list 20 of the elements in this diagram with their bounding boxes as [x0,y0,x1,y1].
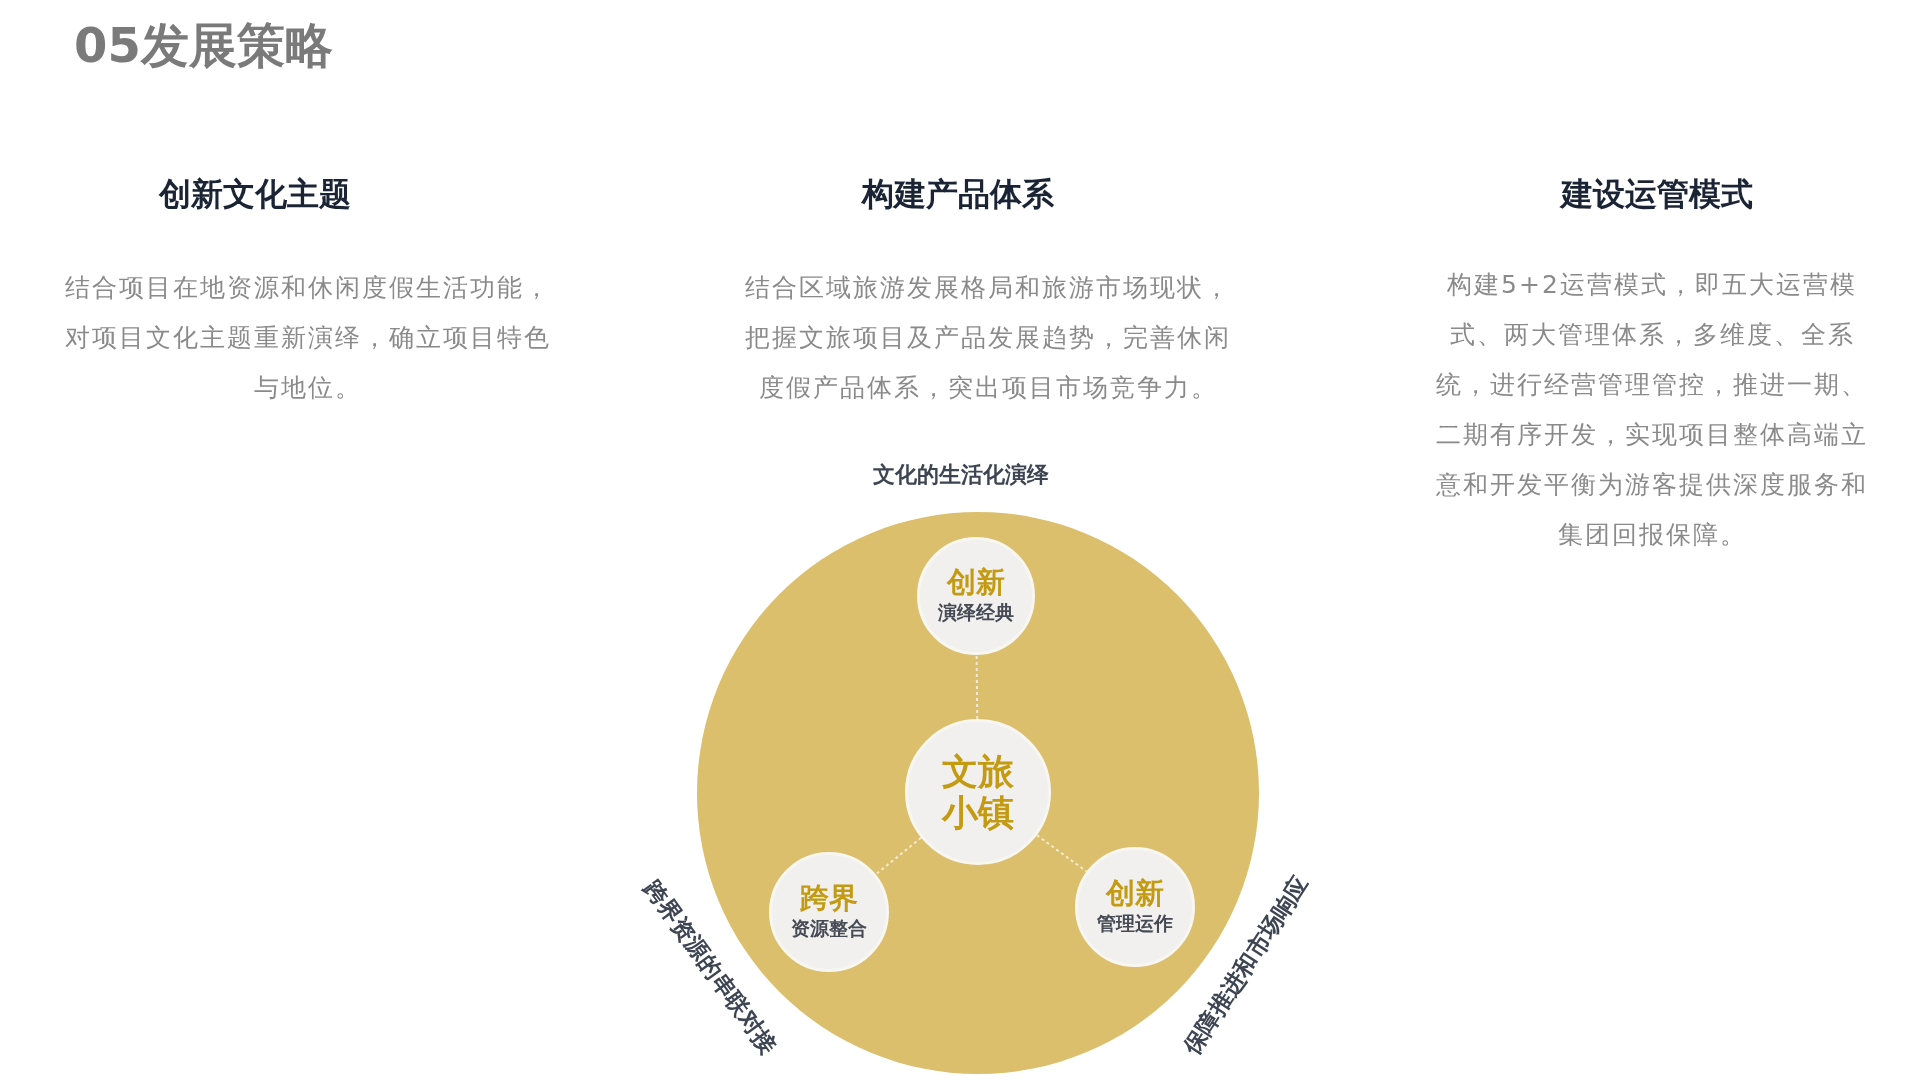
node-subtitle: 管理运作 [1097,910,1173,936]
description-text: 结合区域旅游发展格局和旅游市场现状，把握文旅项目及产品发展趋势，完善休闲度假产品体系，突出项目市场竞争力。 [744,272,1232,404]
circle-caption: 跨界资源的串联对接 [638,874,783,1060]
node-title: 跨界 [800,882,858,916]
node-title: 文旅小镇 [940,750,1015,834]
node-title: 创新 [1106,877,1164,911]
circle-caption: 保障推进和市场响应 [1177,869,1314,1061]
connector-line [1035,834,1088,873]
page-title: 05发展策略 [74,16,333,75]
connector-line [874,836,923,876]
node-subtitle: 资源整合 [791,915,867,941]
node-title: 创新 [947,566,1005,600]
circle-caption: 文化的生活化演绎 [873,461,1049,489]
node-subtitle: 演绎经典 [938,599,1014,625]
column-heading: 构建产品体系 [862,174,1054,215]
column-heading: 创新文化主题 [159,174,351,215]
description-text: 构建5+2运营模式，即五大运营模式、两大管理体系，多维度、全系统，进行经营管理管控，推进一期、二期有序开发，实现项目整体高端立意和开发平衡为游客提供深度服务和集团回报保障。 [1435,269,1869,551]
connector-line [975,654,979,720]
description-text: 结合项目在地资源和休闲度假生活功能，对项目文化主题重新演绎，确立项目特色与地位。 [64,272,552,404]
column-heading: 建设运管模式 [1561,174,1753,215]
